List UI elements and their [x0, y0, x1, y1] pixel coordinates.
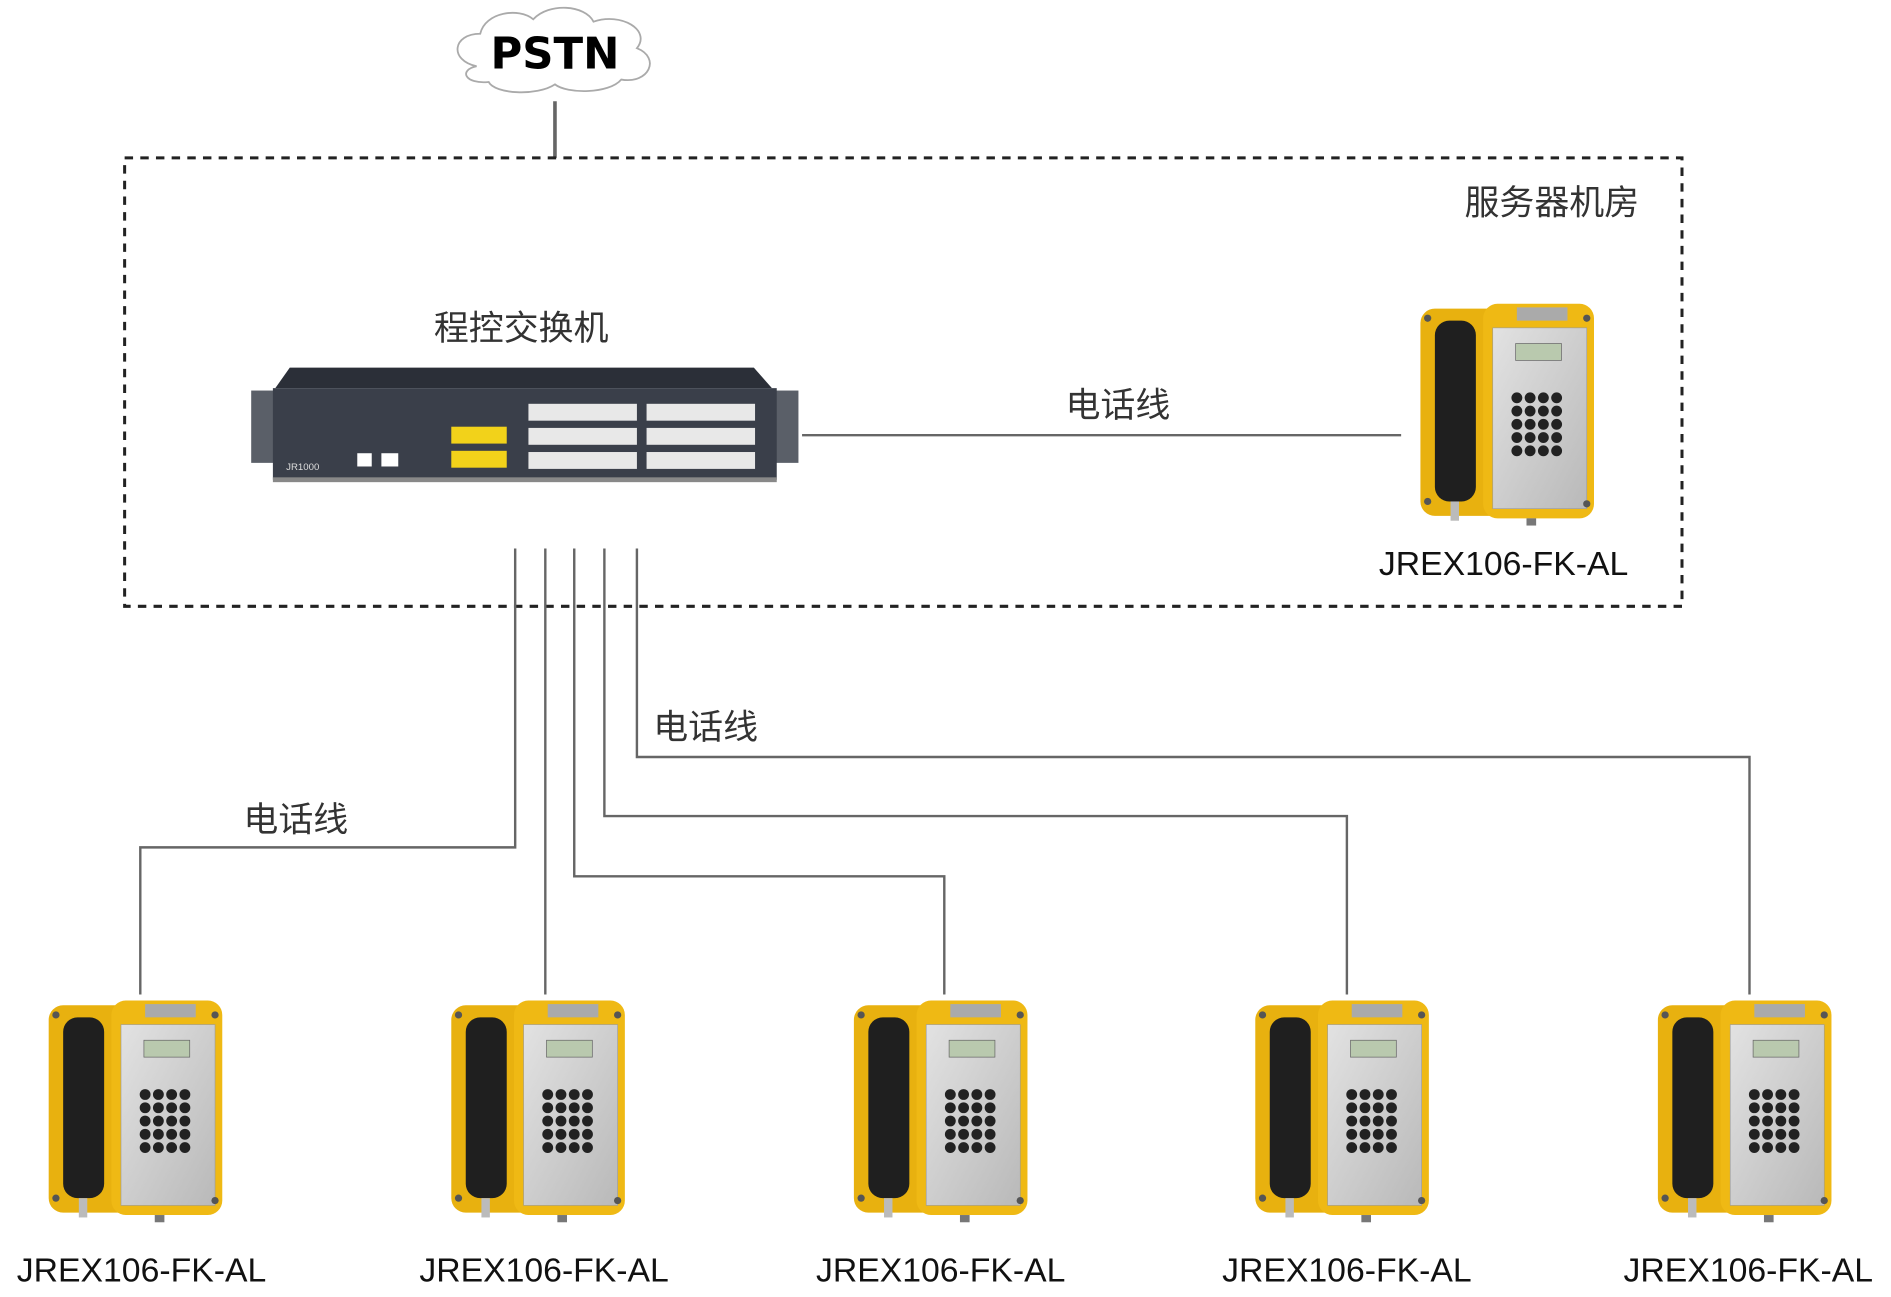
switch-model: JR1000 [286, 462, 319, 473]
phone-model-label: JREX106-FK-AL [1379, 545, 1628, 583]
phone-model-label: JREX106-FK-AL [17, 1251, 266, 1289]
phone-room [1419, 303, 1595, 527]
phone-1 [48, 999, 223, 1223]
wire-ext-3 [573, 548, 946, 995]
pbx-switch: JR1000 [251, 367, 799, 483]
wire-ext-4 [603, 548, 1349, 995]
wire-label: 电话线 [1065, 386, 1170, 426]
phone-model-label: JREX106-FK-AL [1624, 1251, 1873, 1289]
server-room-label: 服务器机房 [1464, 184, 1639, 224]
phone-model-label: JREX106-FK-AL [419, 1251, 668, 1289]
wire-label: 电话线 [243, 801, 348, 841]
pstn-label: PSTN [490, 30, 619, 80]
phone-5 [1657, 999, 1833, 1223]
pstn-cloud: PSTN [456, 6, 651, 94]
wire-ext-1 [139, 548, 517, 995]
phone-model-label: JREX106-FK-AL [816, 1251, 1065, 1289]
switch-label: 程控交换机 [434, 309, 609, 349]
phone-model-label: JREX106-FK-AL [1222, 1251, 1471, 1289]
phone-2 [450, 999, 626, 1223]
phone-4 [1254, 999, 1430, 1223]
phone-3 [853, 999, 1029, 1223]
wire-ext-5 [635, 548, 1751, 995]
wire-label: 电话线 [653, 708, 758, 748]
